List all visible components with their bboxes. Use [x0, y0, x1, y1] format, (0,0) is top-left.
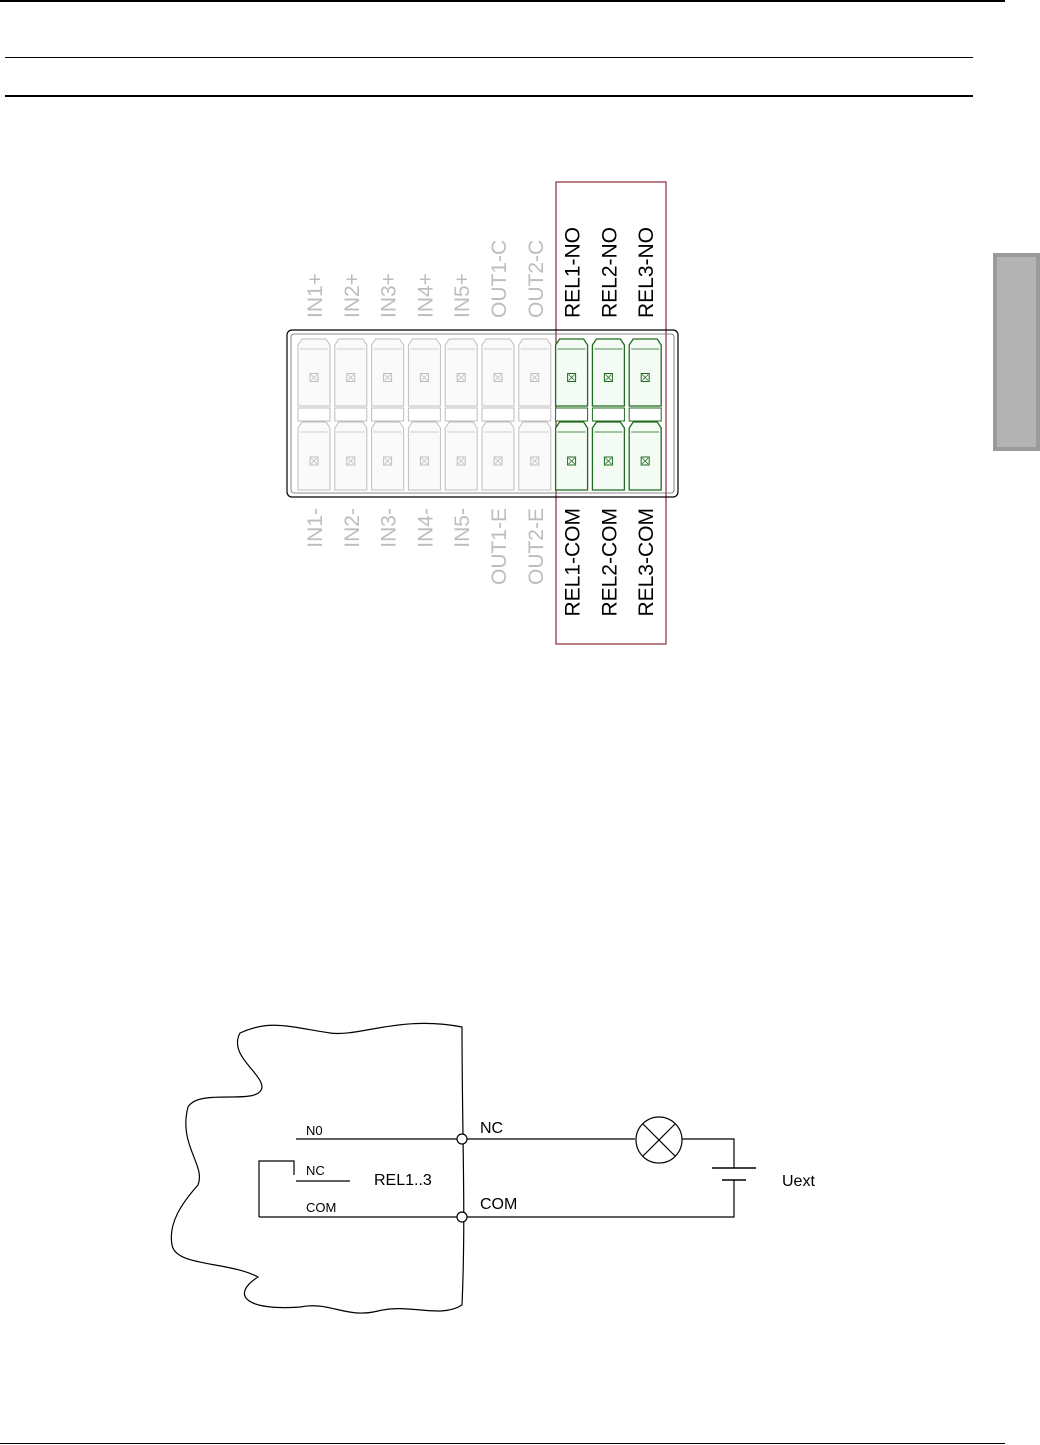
- terminal-slot: [298, 422, 330, 490]
- terminal-divider: [519, 408, 551, 421]
- bottom-terminal-label: IN4-: [414, 508, 437, 548]
- terminal-slot: [629, 422, 661, 490]
- bottom-terminal-label: IN3-: [378, 508, 401, 548]
- terminal-divider: [629, 408, 661, 421]
- top-terminal-label: REL3-NO: [635, 227, 658, 318]
- terminal-divider: [298, 408, 330, 421]
- header-top-rule: [0, 0, 1005, 2]
- terminal-slot: [556, 422, 588, 490]
- top-terminal-label: IN1+: [304, 273, 327, 318]
- label-relay: REL1..3: [374, 1172, 432, 1189]
- bottom-terminal-label: OUT2-E: [525, 508, 548, 585]
- bottom-terminal-label: OUT1-E: [488, 508, 511, 585]
- terminal-divider: [556, 408, 588, 421]
- top-terminal-label: REL2-NO: [598, 227, 621, 318]
- terminal-slots: [298, 339, 661, 490]
- terminal-slot: [298, 339, 330, 406]
- top-label-group: IN1+ IN2+ IN3+ IN4+ IN5+ OUT1-C OUT2-C REL1-NO R…: [304, 227, 658, 318]
- terminal-slot: [445, 422, 477, 490]
- terminal-slot: [592, 339, 624, 406]
- terminal-divider: [445, 408, 477, 421]
- terminal-slot: [482, 339, 514, 406]
- terminal-slot: [445, 339, 477, 406]
- bottom-terminal-label: REL2-COM: [598, 508, 621, 617]
- label-uext: Uext: [782, 1173, 815, 1190]
- top-terminal-label: REL1-NO: [562, 227, 585, 318]
- header-thick-rule: [5, 95, 973, 97]
- top-terminal-label: OUT2-C: [525, 240, 548, 318]
- relay-contact-arm: [259, 1161, 294, 1217]
- terminal-slot: [482, 422, 514, 490]
- top-terminal-label: IN2+: [341, 273, 364, 318]
- label-terminal-nc: NC: [480, 1120, 503, 1137]
- bottom-terminal-label: IN5-: [451, 508, 474, 548]
- terminal-block-diagram: IN1+ IN2+ IN3+ IN4+ IN5+ OUT1-C OUT2-C REL1-NO R…: [0, 170, 1040, 670]
- terminal-slot: [519, 339, 551, 406]
- label-no: N0: [306, 1123, 323, 1138]
- terminal-slot: [372, 339, 404, 406]
- terminal-slot: [629, 339, 661, 406]
- top-terminal-label: IN5+: [451, 273, 474, 318]
- terminal-slot: [592, 422, 624, 490]
- top-terminal-label: OUT1-C: [488, 240, 511, 318]
- bottom-terminal-label: REL1-COM: [562, 508, 585, 617]
- bottom-terminal-label: REL3-COM: [635, 508, 658, 617]
- bottom-label-group: IN1- IN2- IN3- IN4- IN5- OUT1-E OUT2-E REL1-COM…: [304, 508, 658, 617]
- terminal-slot: [408, 422, 440, 490]
- terminal-divider: [408, 408, 440, 421]
- header-thin-rule: [5, 57, 973, 58]
- terminal-slot: [519, 422, 551, 490]
- terminal-divider: [372, 408, 404, 421]
- top-terminal-label: IN3+: [378, 273, 401, 318]
- bottom-terminal-label: IN1-: [304, 508, 327, 548]
- relay-wiring-schematic: N0 NC COM REL1..3 NC COM Uext: [0, 1015, 1040, 1325]
- top-terminal-label: IN4+: [414, 273, 437, 318]
- footer-rule: [0, 1443, 1005, 1444]
- bottom-terminal-label: IN2-: [341, 508, 364, 548]
- terminal-slot: [335, 422, 367, 490]
- terminal-slot: [372, 422, 404, 490]
- label-nc-internal: NC: [306, 1163, 325, 1178]
- terminal-divider: [482, 408, 514, 421]
- terminal-divider: [592, 408, 624, 421]
- terminal-node-nc: [457, 1134, 467, 1144]
- terminal-node-com: [457, 1212, 467, 1222]
- terminal-slot: [335, 339, 367, 406]
- terminal-slot: [556, 339, 588, 406]
- label-com-internal: COM: [306, 1200, 336, 1215]
- terminal-divider: [335, 408, 367, 421]
- terminal-slot: [408, 339, 440, 406]
- external-supply-wire: [682, 1139, 734, 1168]
- label-terminal-com: COM: [480, 1196, 517, 1213]
